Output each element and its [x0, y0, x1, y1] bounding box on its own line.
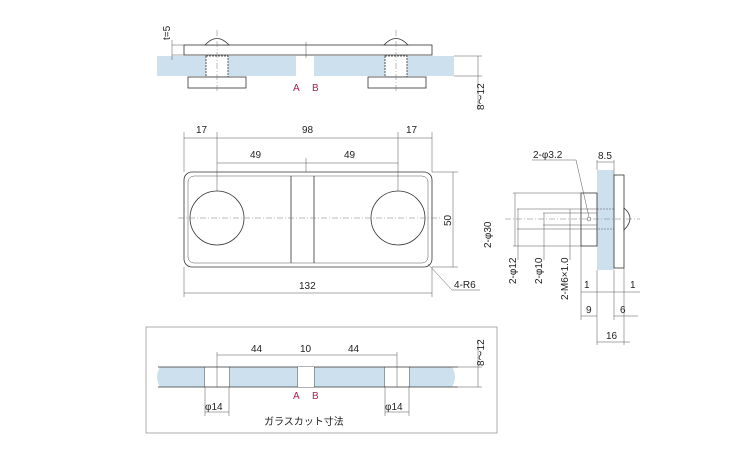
cap-right: [367, 76, 427, 89]
dim-width: 132: [299, 281, 316, 292]
dim-half-left: 49: [250, 150, 262, 161]
label-b: B: [312, 83, 319, 94]
thread-label: 2-M6×1.0: [560, 257, 571, 300]
hole-left-label: φ14: [205, 402, 223, 413]
dim-16: 16: [606, 331, 618, 342]
thickness-label: t=5: [162, 25, 173, 40]
dim-44-right: 44: [348, 344, 360, 355]
dim-middle: 98: [302, 125, 314, 136]
side-view: 2-φ30 2-φ12 2-φ10 2-M6×1.0 2-φ3.2 8.5 1 …: [483, 150, 640, 345]
glass-cut-caption: ガラスカット寸法: [264, 415, 344, 428]
plate: [183, 44, 433, 56]
hole-label: 2-φ3.2: [533, 150, 563, 161]
label-a-cut: A: [293, 391, 300, 402]
dim-44-left: 44: [251, 344, 263, 355]
label-a: A: [293, 83, 300, 94]
dim-1-right: 1: [630, 280, 636, 291]
radius-label: 4-R6: [454, 280, 476, 291]
dim-9: 9: [586, 305, 592, 316]
dim-height: 50: [443, 214, 454, 226]
plate-front: [183, 171, 433, 268]
glass-right: [314, 56, 454, 76]
glass-thickness-label: 8～12: [476, 83, 487, 110]
cap-side: [580, 192, 598, 247]
dim-1-left: 1: [584, 280, 590, 291]
outer-dia-label: 2-φ30: [483, 221, 494, 248]
glass-cut-view: 44 10 44 φ14 φ14 A B 8～12 ガラスカット寸法: [145, 326, 498, 434]
dim-right: 17: [406, 125, 418, 136]
glass-cut-frame: [145, 326, 498, 434]
label-b-cut: B: [312, 391, 319, 402]
front-view: 17 98 17 49 49 50 132 4-R6: [178, 125, 480, 297]
glass-thickness-cut: 8～12: [476, 339, 487, 366]
dim-6: 6: [620, 305, 626, 316]
dim-half-right: 49: [344, 150, 356, 161]
hole-right-label: φ14: [385, 402, 403, 413]
dim-left: 17: [196, 125, 208, 136]
dia-10-label: 2-φ10: [534, 257, 545, 284]
dim-10: 10: [300, 344, 312, 355]
top-view: t=5 8～12 A B: [157, 25, 487, 110]
glass-side: [597, 170, 614, 270]
dia-12-label: 2-φ12: [508, 257, 519, 284]
plate-side: [613, 174, 625, 269]
glass-gap-label: 8.5: [598, 151, 612, 162]
